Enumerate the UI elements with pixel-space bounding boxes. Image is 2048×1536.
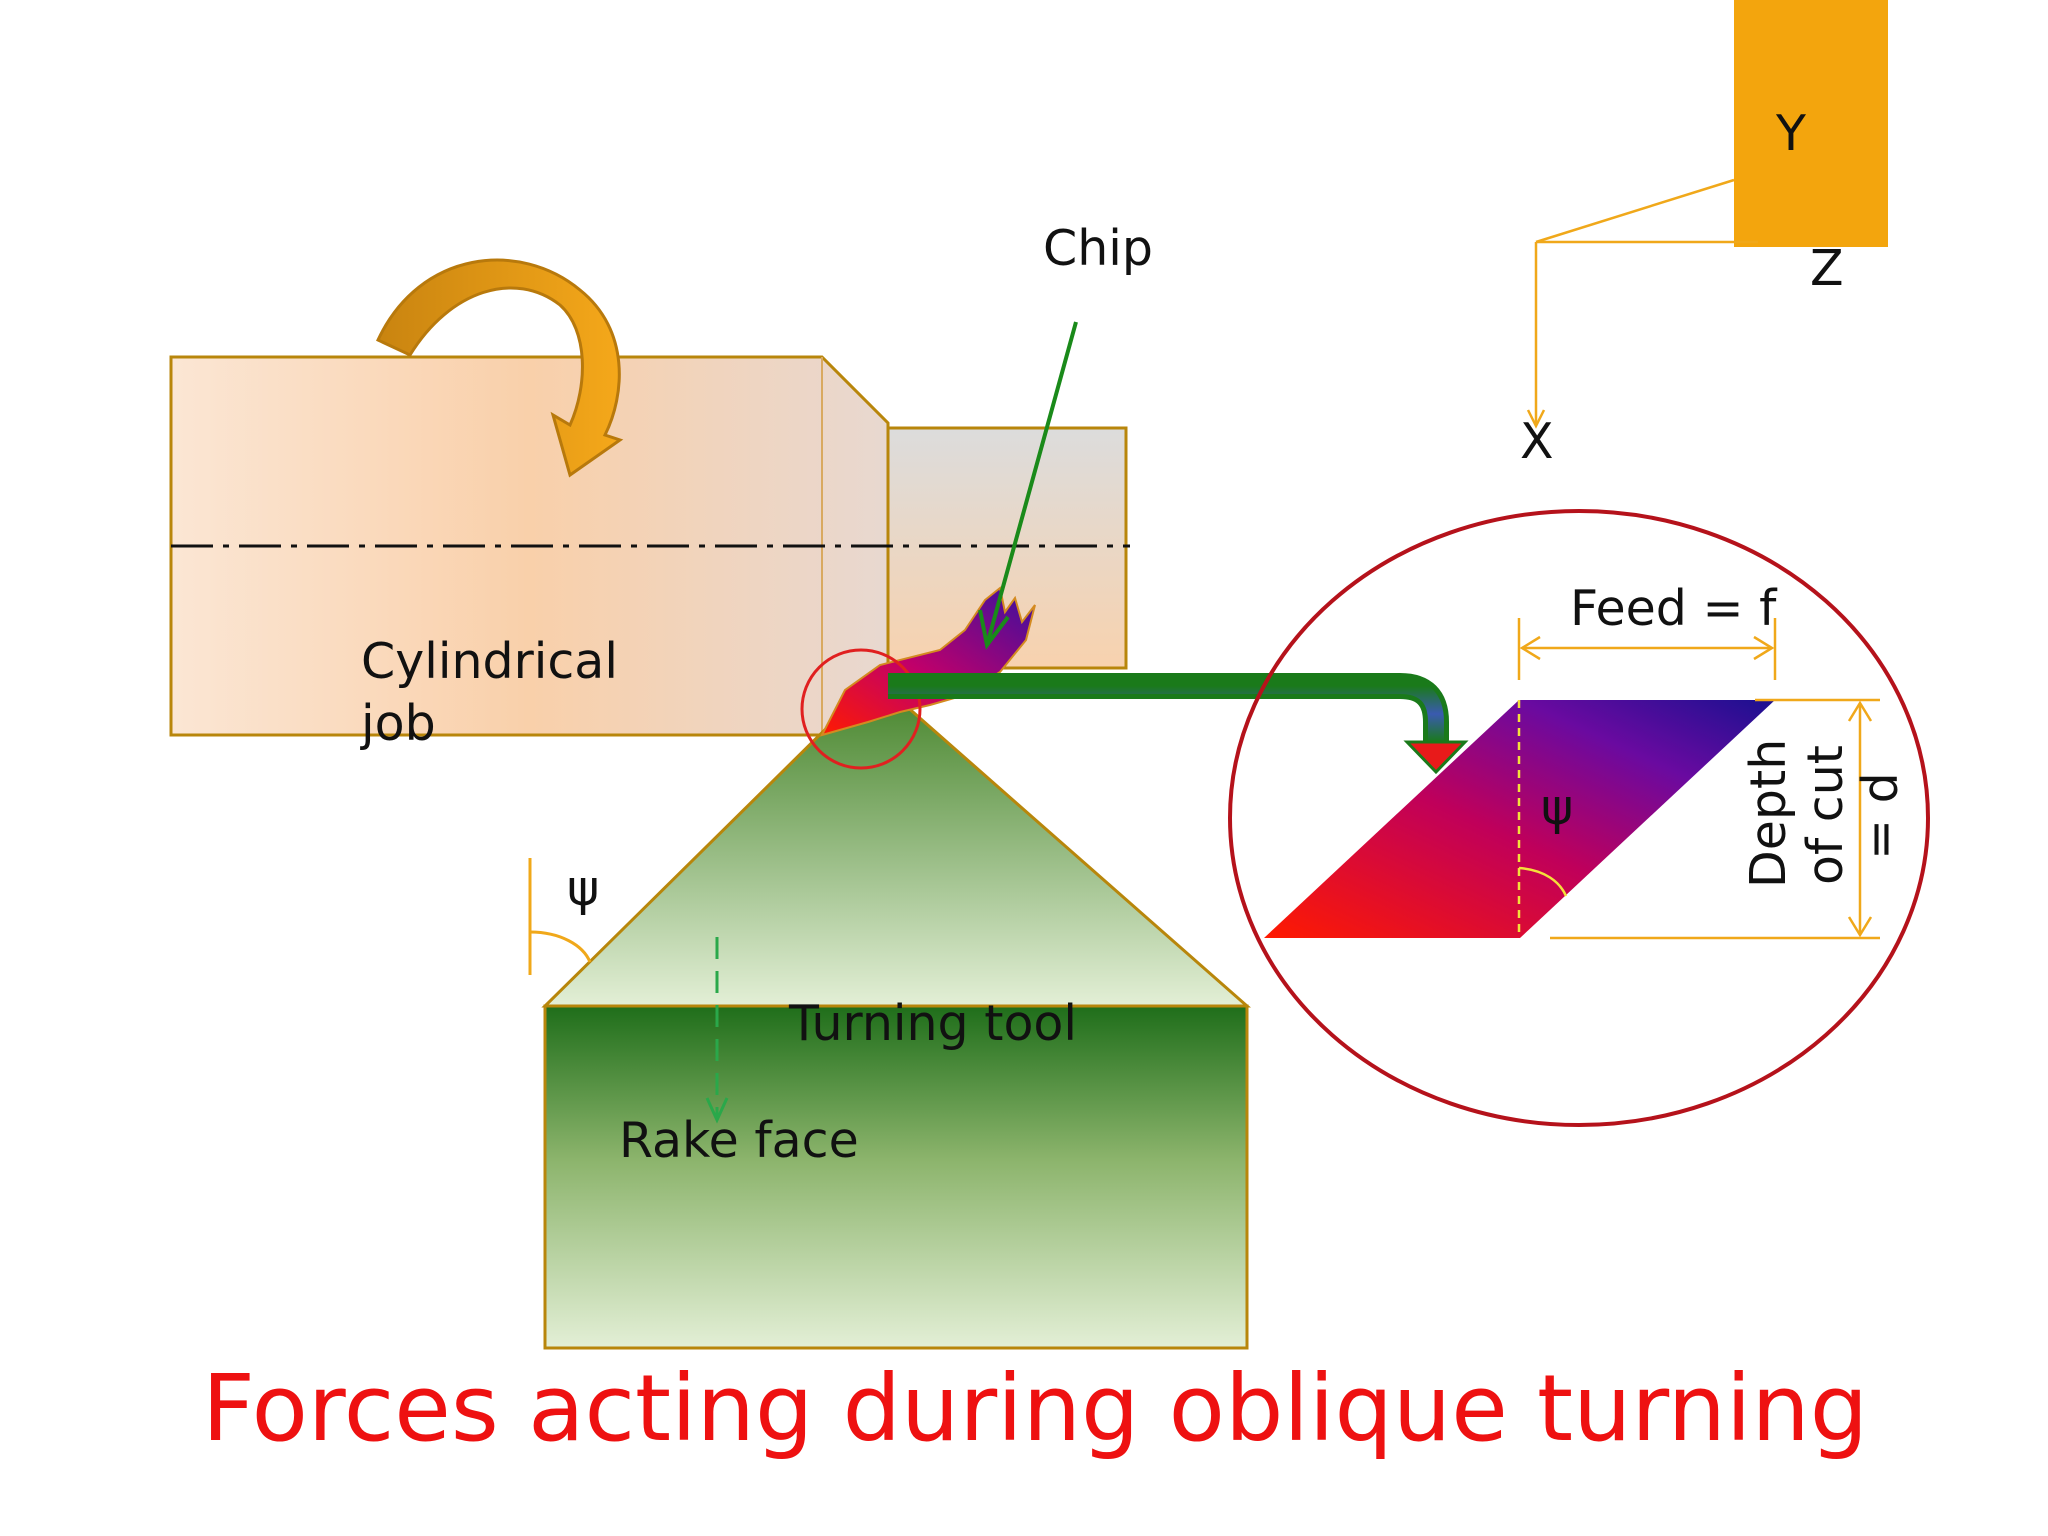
tool-tip-wedge — [541, 703, 1251, 1008]
rotation-arrow-icon — [376, 258, 624, 478]
coordinate-axes — [1526, 0, 1888, 429]
axis-z-label: Z — [1810, 240, 1844, 297]
chip-pointer-arrowhead-icon — [978, 609, 1010, 650]
axis-y-label: Y — [1775, 105, 1807, 162]
zoom-connector-arrow — [888, 673, 1469, 775]
cutting-zone-highlight — [800, 648, 922, 770]
feed-dimension — [1517, 618, 1777, 680]
feed-label: Feed = f — [1570, 580, 1778, 637]
section-angle-arc — [1518, 866, 1568, 897]
tool-angle-marker — [528, 858, 592, 975]
depth-label-line3: = d — [1852, 772, 1909, 860]
rake-face-label: Rake face — [619, 1112, 859, 1169]
chip-label: Chip — [1043, 220, 1153, 277]
depth-label-line2: of cut — [1797, 745, 1854, 885]
job-label-line2: job — [360, 695, 436, 752]
chip-pointer-line — [985, 321, 1078, 646]
depth-dimension — [1550, 698, 1880, 940]
zoom-arrowhead-icon — [1403, 740, 1469, 775]
tool-psi-label: ψ — [567, 860, 599, 917]
axis-x-label: X — [1520, 413, 1554, 470]
turning-tool — [541, 703, 1251, 1350]
y-axis-block — [1734, 0, 1888, 247]
turning-tool-label: Turning tool — [788, 995, 1077, 1052]
tool-shank — [543, 1004, 1249, 1350]
page-title: Forces acting during oblique turning — [202, 1355, 1868, 1462]
x-axis-arrowhead-icon — [1526, 409, 1546, 429]
section-psi-label: ψ — [1541, 779, 1573, 836]
job-label-line1: Cylindrical — [361, 633, 618, 690]
zoom-section-ellipse — [1228, 509, 1930, 1127]
depth-label-line1: Depth — [1740, 739, 1797, 888]
rake-face-arrowhead-icon — [705, 1097, 729, 1124]
